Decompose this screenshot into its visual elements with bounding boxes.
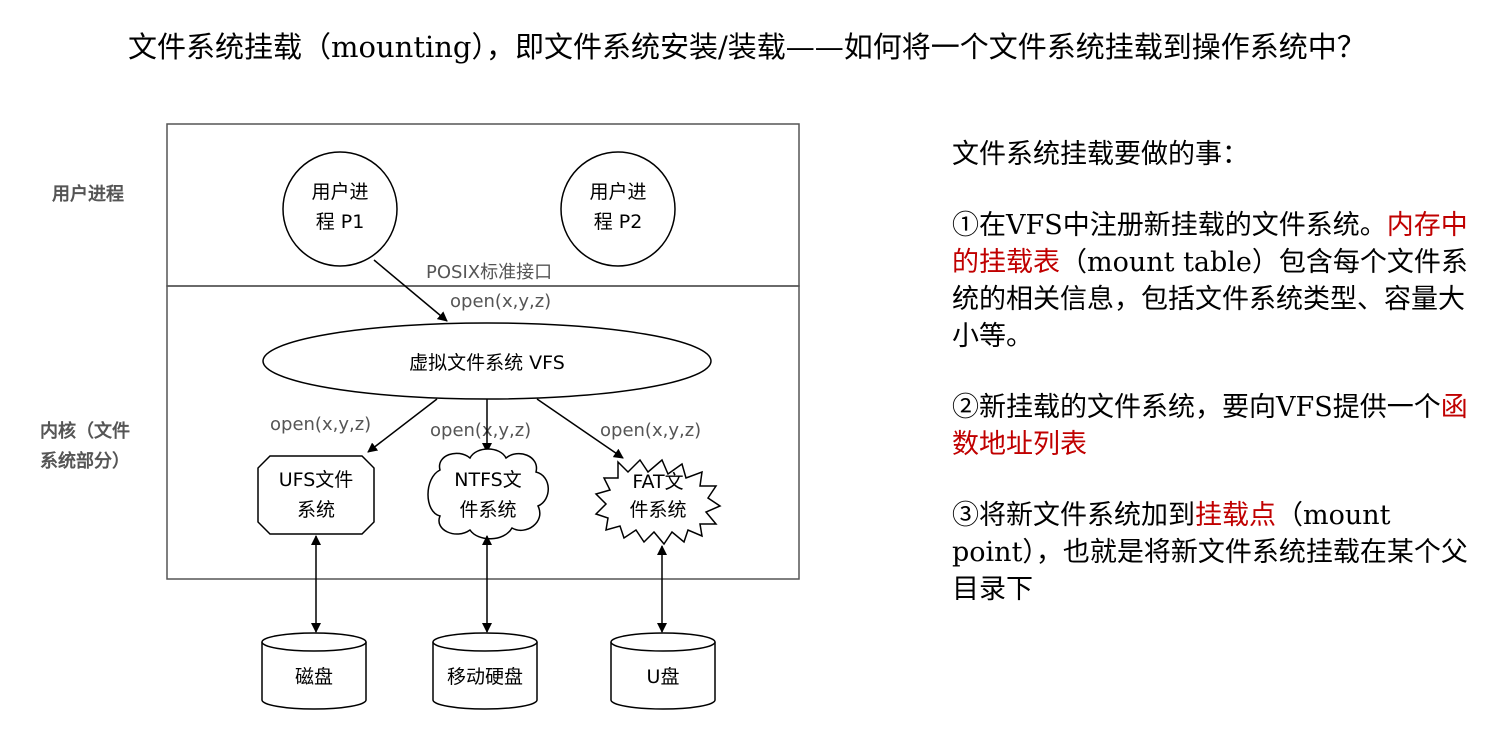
process-p1-line2: 程 P1 [316, 211, 365, 233]
step-2-highlight: 函数地址列表 [952, 392, 1468, 460]
open-right-label: open(x,y,z) [600, 420, 701, 441]
removable-cylinder [432, 632, 538, 710]
posix-label: POSIX标准接口 [426, 262, 552, 283]
vfs-to-ufs-arrow [367, 398, 438, 453]
p1-to-vfs-arrow [373, 259, 448, 322]
step-1-text-a: ①在VFS中注册新挂载的文件系统。 [952, 210, 1387, 241]
disk-label: 磁盘 [295, 666, 333, 688]
vfs-to-fat-arrow [536, 398, 624, 459]
fat-starburst [594, 458, 722, 546]
mount-steps-panel: 文件系统挂载要做的事： ①在VFS中注册新挂载的文件系统。内存中的挂载表（mou… [952, 136, 1472, 642]
usb-cylinder [610, 632, 716, 710]
step-3: ③将新文件系统加到挂载点（mount point），也就是将新文件系统挂载在某个… [952, 497, 1472, 608]
fat-line1: FAT文 [632, 471, 683, 493]
user-process-label: 用户进程 [52, 183, 124, 205]
process-p2-circle [560, 151, 676, 267]
step-3-text-a: ③将新文件系统加到 [952, 500, 1195, 531]
step-1-highlight: 内存中的挂载表 [952, 210, 1468, 278]
step-2: ②新挂载的文件系统，要向VFS提供一个函数地址列表 [952, 389, 1472, 463]
ufs-line1: UFS文件 [279, 469, 354, 491]
step-1-text-b: （mount table）包含每个文件系统的相关信息，包括文件系统类型、容量大小… [952, 247, 1468, 352]
step-2-text-a: ②新挂载的文件系统，要向VFS提供一个 [952, 392, 1441, 423]
ufs-box [257, 455, 375, 535]
disk-cylinder [261, 632, 367, 710]
process-p1-circle [282, 151, 398, 267]
ntfs-line2: 件系统 [459, 499, 516, 521]
open-mid-label: open(x,y,z) [430, 420, 531, 441]
ufs-line2: 系统 [297, 499, 335, 521]
process-p2-line1: 用户进 [589, 181, 646, 203]
step-3-highlight: 挂载点 [1195, 500, 1276, 531]
step-3-text-b: （mount point），也就是将新文件系统挂载在某个父目录下 [952, 500, 1468, 605]
kernel-label-line1: 内核（文件 [40, 420, 130, 442]
page-title: 文件系统挂载（mounting），即文件系统安装/装载——如何将一个文件系统挂载… [128, 30, 1366, 64]
process-p2-line2: 程 P2 [594, 211, 643, 233]
open-left-label: open(x,y,z) [270, 414, 371, 435]
open-top-label: open(x,y,z) [450, 291, 551, 312]
fat-line2: 件系统 [629, 499, 686, 521]
vfs-label: 虚拟文件系统 VFS [409, 352, 565, 374]
kernel-label-line2: 系统部分） [40, 450, 130, 472]
ntfs-line1: NTFS文 [454, 469, 521, 491]
removable-label: 移动硬盘 [447, 666, 523, 688]
usb-label: U盘 [647, 666, 680, 688]
step-1: ①在VFS中注册新挂载的文件系统。内存中的挂载表（mount table）包含每… [952, 207, 1472, 355]
steps-heading: 文件系统挂载要做的事： [952, 139, 1249, 170]
process-p1-line1: 用户进 [311, 181, 368, 203]
ntfs-cloud [427, 448, 549, 540]
